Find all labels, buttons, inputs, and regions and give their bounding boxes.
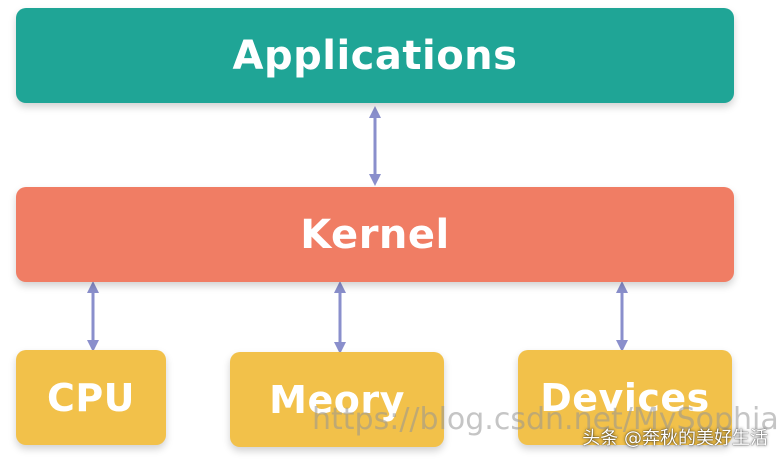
applications-label: Applications xyxy=(232,32,518,79)
memory-label: Meory xyxy=(269,377,405,422)
cpu-box: CPU xyxy=(16,350,166,445)
cpu-label: CPU xyxy=(46,375,136,420)
applications-box: Applications xyxy=(16,8,734,103)
devices-box: Devices xyxy=(518,350,732,445)
watermark-author: 头条 @奔秋的美好生活 xyxy=(582,428,768,449)
kernel-label: Kernel xyxy=(300,211,450,258)
kernel-box: Kernel xyxy=(16,187,734,282)
memory-box: Meory xyxy=(230,352,444,447)
devices-label: Devices xyxy=(540,375,710,420)
watermark-url: https://blog.csdn.net/MySophia xyxy=(312,402,779,437)
